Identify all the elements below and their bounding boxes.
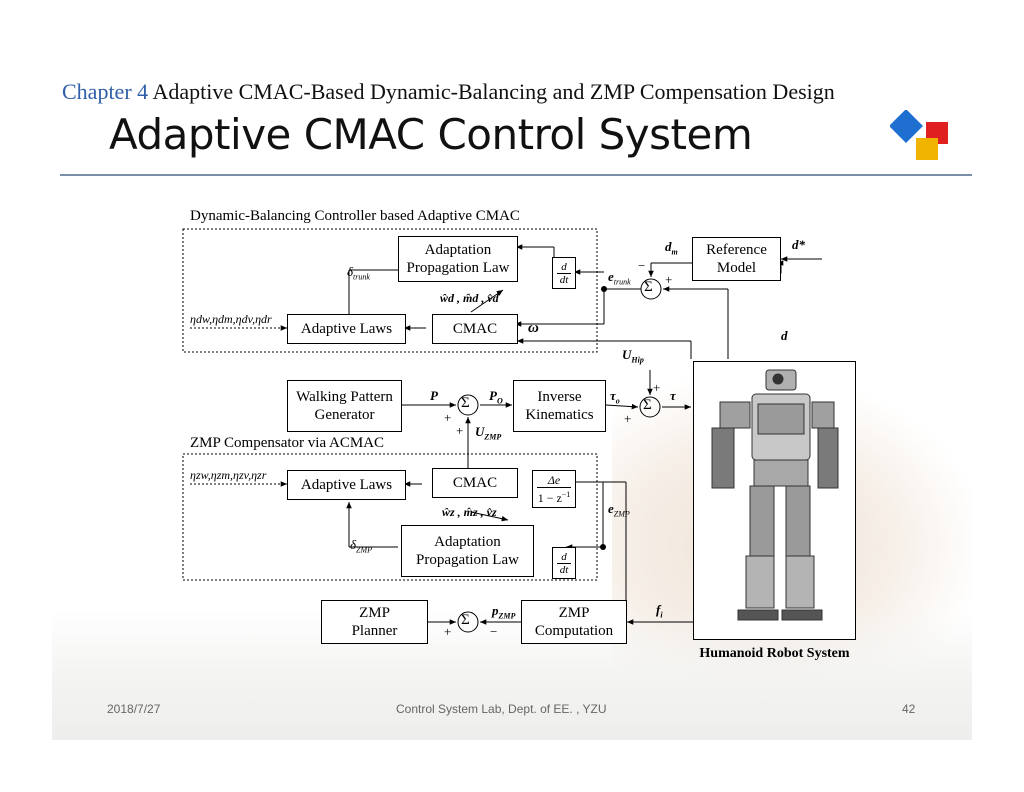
robot-caption: Humanoid Robot System bbox=[699, 646, 850, 661]
derivative-numerator: d bbox=[561, 550, 567, 563]
sign-plus-uhip: + bbox=[653, 380, 661, 395]
dm-label: dm bbox=[665, 239, 678, 257]
lab-logo bbox=[890, 110, 948, 160]
cmac-top: CMAC bbox=[432, 314, 518, 344]
tau-o-label: τo bbox=[610, 388, 620, 406]
robot-right-shin bbox=[785, 555, 815, 609]
weights-zmp-label: ŵz , m̂z , v̂z bbox=[442, 505, 497, 519]
section-frame-zmp bbox=[182, 453, 598, 581]
e-trunk-label: etrunk bbox=[608, 269, 631, 287]
delta-e-label: Δe bbox=[547, 473, 561, 487]
section-label-zmp: ZMP Compensator via ACMAC bbox=[190, 435, 385, 451]
eta-top-label: ηdw,ηdm,ηdv,ηdr bbox=[190, 312, 272, 326]
slide: Chapter 4 Adaptive CMAC-Based Dynamic-Ba… bbox=[52, 50, 972, 740]
humanoid-robot-illustration bbox=[711, 369, 839, 621]
robot-left-foot bbox=[737, 609, 779, 621]
robot-image-frame bbox=[693, 361, 856, 640]
difference-block: Δe 1 − z−1 bbox=[532, 470, 576, 508]
f-i-label: fi bbox=[656, 602, 663, 620]
adaptive-laws-zmp: Adaptive Laws bbox=[287, 470, 406, 500]
fraction-bar bbox=[557, 562, 571, 564]
omega-label: ω bbox=[528, 320, 539, 336]
delta-trunk-label: δtrunk bbox=[347, 264, 370, 282]
tau-label: τ bbox=[670, 388, 676, 403]
robot-right-shoulder bbox=[811, 401, 835, 429]
p-label: P bbox=[430, 388, 438, 403]
fraction-bar bbox=[557, 272, 571, 274]
weights-top-label: ŵd , m̂d , v̂d bbox=[440, 291, 499, 305]
title-rule bbox=[60, 174, 972, 176]
sign-plus-trunk: + bbox=[665, 272, 673, 287]
derivative-block-top: d dt bbox=[552, 257, 576, 289]
p-zmp-label: pZMP bbox=[492, 603, 516, 621]
sign-plus-tau-o: + bbox=[624, 411, 632, 426]
robot-right-thigh bbox=[785, 485, 811, 557]
adaptation-propagation-law-top: Adaptation Propagation Law bbox=[398, 236, 518, 282]
sum-symbol-zmp: Σ bbox=[461, 612, 470, 628]
section-label-top: Dynamic-Balancing Controller based Adapt… bbox=[190, 208, 520, 224]
robot-camera bbox=[772, 373, 784, 385]
sum-symbol-p: Σ bbox=[461, 395, 470, 411]
e-zmp-label: eZMP bbox=[608, 501, 630, 519]
inverse-kinematics: Inverse Kinematics bbox=[513, 380, 606, 432]
sum-symbol-trunk: Σ bbox=[644, 279, 653, 295]
fraction-bar bbox=[537, 487, 571, 488]
adaptive-laws-top: Adaptive Laws bbox=[287, 314, 406, 344]
derivative-numerator: d bbox=[561, 260, 567, 273]
chapter-title: Adaptive CMAC-Based Dynamic-Balancing an… bbox=[152, 79, 835, 104]
sign-plus-uzmp: + bbox=[456, 423, 464, 438]
derivative-block-zmp: d dt bbox=[552, 547, 576, 579]
adaptation-propagation-law-zmp: Adaptation Propagation Law bbox=[401, 525, 534, 577]
junction-dot-zmp bbox=[600, 544, 606, 550]
section-frame-top bbox=[182, 228, 598, 353]
zmp-computation: ZMP Computation bbox=[521, 600, 627, 644]
derivative-denominator: dt bbox=[559, 563, 569, 576]
sum-junction-tau bbox=[639, 396, 661, 418]
sum-junction-p bbox=[457, 394, 479, 416]
footer-page-number: 42 bbox=[902, 702, 916, 716]
delta-zmp-label: δZMP bbox=[350, 537, 373, 555]
eta-zmp-label: ηzw,ηzm,ηzv,ηzr bbox=[190, 468, 267, 482]
sign-plus-planner: + bbox=[444, 624, 452, 639]
robot-left-thigh bbox=[749, 485, 775, 557]
robot-right-foot bbox=[781, 609, 823, 621]
reference-model: Reference Model bbox=[692, 237, 781, 281]
u-hip-label: UHip bbox=[622, 347, 644, 365]
p-o-label: PO bbox=[489, 388, 503, 406]
zmp-planner: ZMP Planner bbox=[321, 600, 428, 644]
robot-hip bbox=[753, 459, 809, 487]
robot-left-arm bbox=[711, 427, 735, 489]
robot-chest-plate bbox=[757, 403, 805, 435]
chapter-label: Chapter 4 bbox=[62, 79, 149, 104]
walking-pattern-generator: Walking Pattern Generator bbox=[287, 380, 402, 432]
robot-right-arm bbox=[817, 427, 839, 489]
derivative-denominator: dt bbox=[559, 273, 569, 286]
sign-minus-pzmp: − bbox=[490, 624, 498, 639]
cmac-zmp: CMAC bbox=[432, 468, 518, 498]
footer-date: 2018/7/27 bbox=[107, 702, 161, 716]
sum-junction-zmp bbox=[457, 611, 479, 633]
sign-minus-trunk: − bbox=[638, 258, 646, 273]
junction-dot-trunk bbox=[601, 286, 607, 292]
sum-symbol-tau: Σ bbox=[643, 397, 652, 413]
logo-yellow-square bbox=[916, 138, 938, 160]
robot-left-shoulder bbox=[719, 401, 751, 429]
d-label: d bbox=[781, 328, 788, 343]
sign-plus-p: + bbox=[444, 410, 452, 425]
robot-left-shin bbox=[745, 555, 775, 609]
chapter-heading: Chapter 4 Adaptive CMAC-Based Dynamic-Ba… bbox=[62, 79, 835, 105]
one-minus-z-term: 1 − z−1 bbox=[537, 490, 571, 505]
d-star-label: d* bbox=[792, 237, 805, 252]
slide-title: Adaptive CMAC Control System bbox=[109, 110, 753, 159]
footer-lab: Control System Lab, Dept. of EE. , YZU bbox=[396, 702, 607, 716]
u-zmp-label: UZMP bbox=[475, 424, 502, 442]
